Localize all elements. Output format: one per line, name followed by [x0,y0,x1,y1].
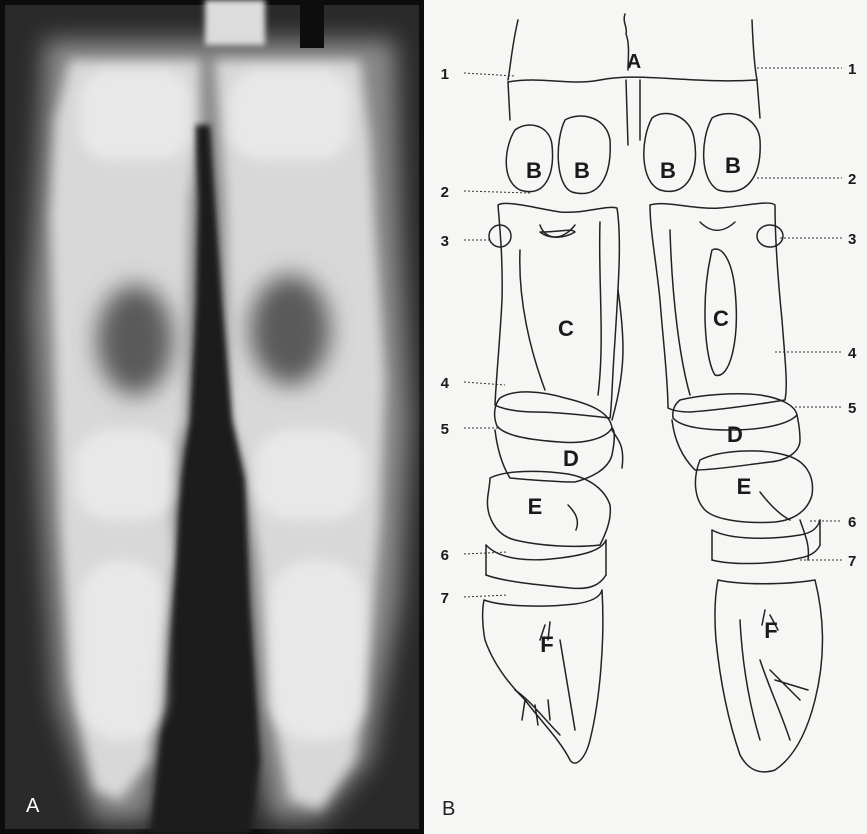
digit-diagram: 1 1 2 2 3 3 4 4 5 5 6 6 7 7 A B B B B C … [424,0,867,834]
callout-7-right: 7 [848,553,856,570]
callout-3-right: 3 [848,231,856,248]
label-left-proximal-phalanx: C [558,316,574,341]
callout-2-right: 2 [848,171,856,188]
callout-5-right: 5 [848,400,856,417]
callout-5-left: 5 [441,421,449,438]
radiograph-image: A [0,0,424,834]
diagram-panel: 1 1 2 2 3 3 4 4 5 5 6 6 7 7 A B B B B C … [424,0,867,834]
callout-2-left: 2 [441,184,449,201]
callout-6-left: 6 [441,547,449,564]
label-right-middle-phalanx: D [727,422,743,447]
label-sesamoid-1: B [526,158,542,183]
callout-7-left: 7 [441,590,449,607]
label-left-distal-phalanx: E [528,494,543,519]
callout-4-left: 4 [441,375,450,392]
label-metacarpal: A [627,51,641,73]
callout-1-left: 1 [441,66,449,83]
label-sesamoid-2: B [574,158,590,183]
label-right-proximal-phalanx: C [713,306,729,331]
callout-1-right: 1 [848,61,856,78]
callout-4-right: 4 [848,345,857,362]
label-sesamoid-4: B [725,153,741,178]
label-sesamoid-3: B [660,158,676,183]
label-right-hoof: F [764,618,777,643]
callout-6-right: 6 [848,514,856,531]
label-left-hoof: F [540,632,553,657]
label-right-distal-phalanx: E [737,474,752,499]
label-left-middle-phalanx: D [563,446,579,471]
radiograph-panel: A [0,0,424,834]
callout-3-left: 3 [441,233,449,250]
panel-b-label: B [442,798,455,820]
panel-a-label: A [26,795,40,817]
